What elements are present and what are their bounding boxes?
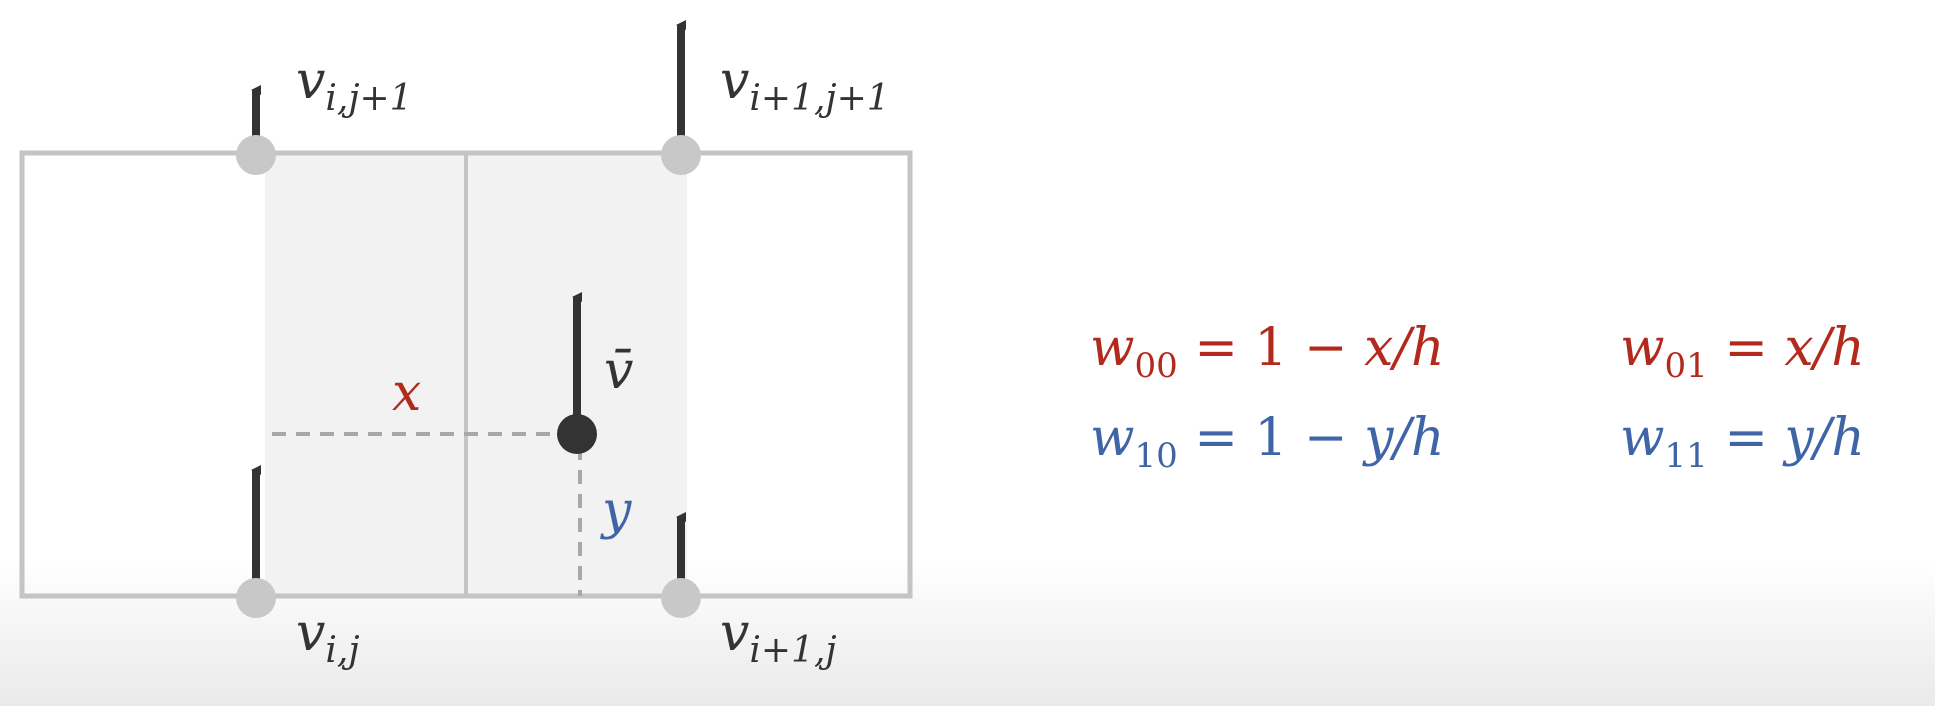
interpolation-point	[557, 414, 597, 454]
label-v-top-right: vi+1,j+1	[720, 51, 890, 119]
node-bottom-right	[661, 578, 701, 618]
equation-w01: w01 = x/h	[1620, 318, 1865, 386]
shaded-region	[265, 153, 687, 596]
label-y: y	[600, 481, 632, 541]
node-top-left	[236, 135, 276, 175]
label-x: x	[392, 363, 421, 423]
node-top-right	[661, 135, 701, 175]
equation-w10: w10 = 1 − y/h	[1090, 408, 1445, 476]
node-bottom-left	[236, 578, 276, 618]
label-v-top-left: vi,j+1	[296, 51, 413, 119]
equation-w00: w00 = 1 − x/h	[1090, 318, 1445, 386]
equation-w11: w11 = y/h	[1620, 408, 1865, 476]
label-v-bottom-right: vi+1,j	[720, 603, 837, 671]
label-v-bottom-left: vi,j	[296, 603, 360, 671]
label-v-bar: v̄	[604, 341, 633, 401]
